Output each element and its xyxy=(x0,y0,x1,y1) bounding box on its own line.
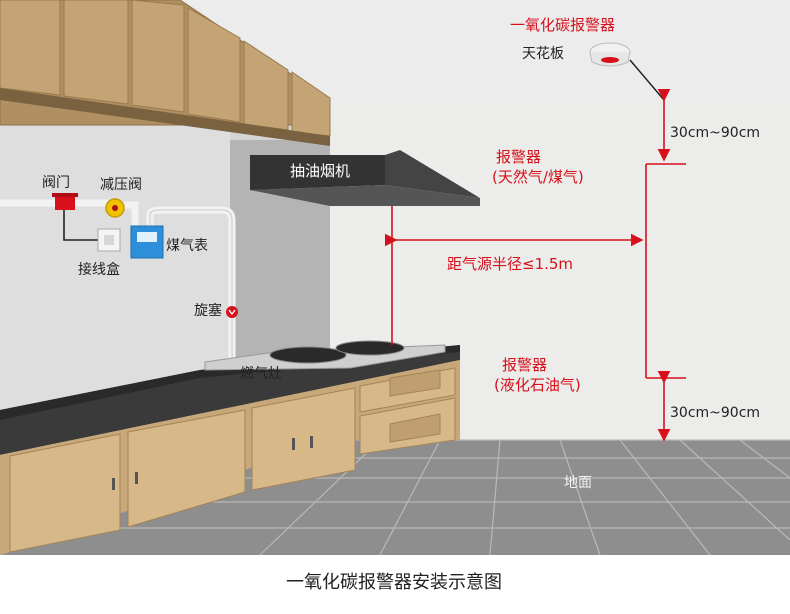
natural-gas-alarm-label: 报警器 xyxy=(496,148,542,166)
stove-label: 燃气灶 xyxy=(240,366,282,382)
gas-pipes-outline xyxy=(149,209,233,360)
natural-gas-alarm-sub: (天然气/煤气) xyxy=(492,168,584,186)
stove xyxy=(204,340,446,371)
hood-label: 抽油烟机 xyxy=(290,162,351,180)
lpg-alarm-label: 报警器 xyxy=(502,356,548,374)
valve-icon xyxy=(55,196,75,210)
regulator-label: 减压阀 xyxy=(100,177,142,193)
co-alarm-label: 一氧化碳报警器 xyxy=(510,16,616,34)
upper-cabinets xyxy=(0,0,331,146)
floor-gap-label: 30cm~90cm xyxy=(670,405,761,421)
lpg-alarm-sub: (液化石油气) xyxy=(494,376,581,394)
valve-label: 阀门 xyxy=(42,175,70,191)
diagram-caption: 一氧化碳报警器安装示意图 xyxy=(286,572,502,593)
co-alarm-icon xyxy=(589,42,631,67)
lower-cabinets xyxy=(0,360,460,555)
radius-label: 距气源半径≤1.5m xyxy=(447,255,574,273)
range-hood xyxy=(250,150,480,206)
ceiling xyxy=(180,0,790,100)
ceiling-label: 天花板 xyxy=(522,46,564,62)
plug-valve-icon xyxy=(226,306,238,318)
dimension-lines xyxy=(384,88,686,442)
plug-valve-label: 旋塞 xyxy=(194,303,222,319)
floor-label: 地面 xyxy=(564,475,592,491)
junction-wire xyxy=(63,210,98,241)
floor xyxy=(0,440,790,555)
countertop xyxy=(0,345,460,455)
junction-box-label: 接线盒 xyxy=(78,262,120,278)
ceiling-gap-label: 30cm~90cm xyxy=(670,125,761,141)
meter-label: 煤气表 xyxy=(166,238,208,254)
